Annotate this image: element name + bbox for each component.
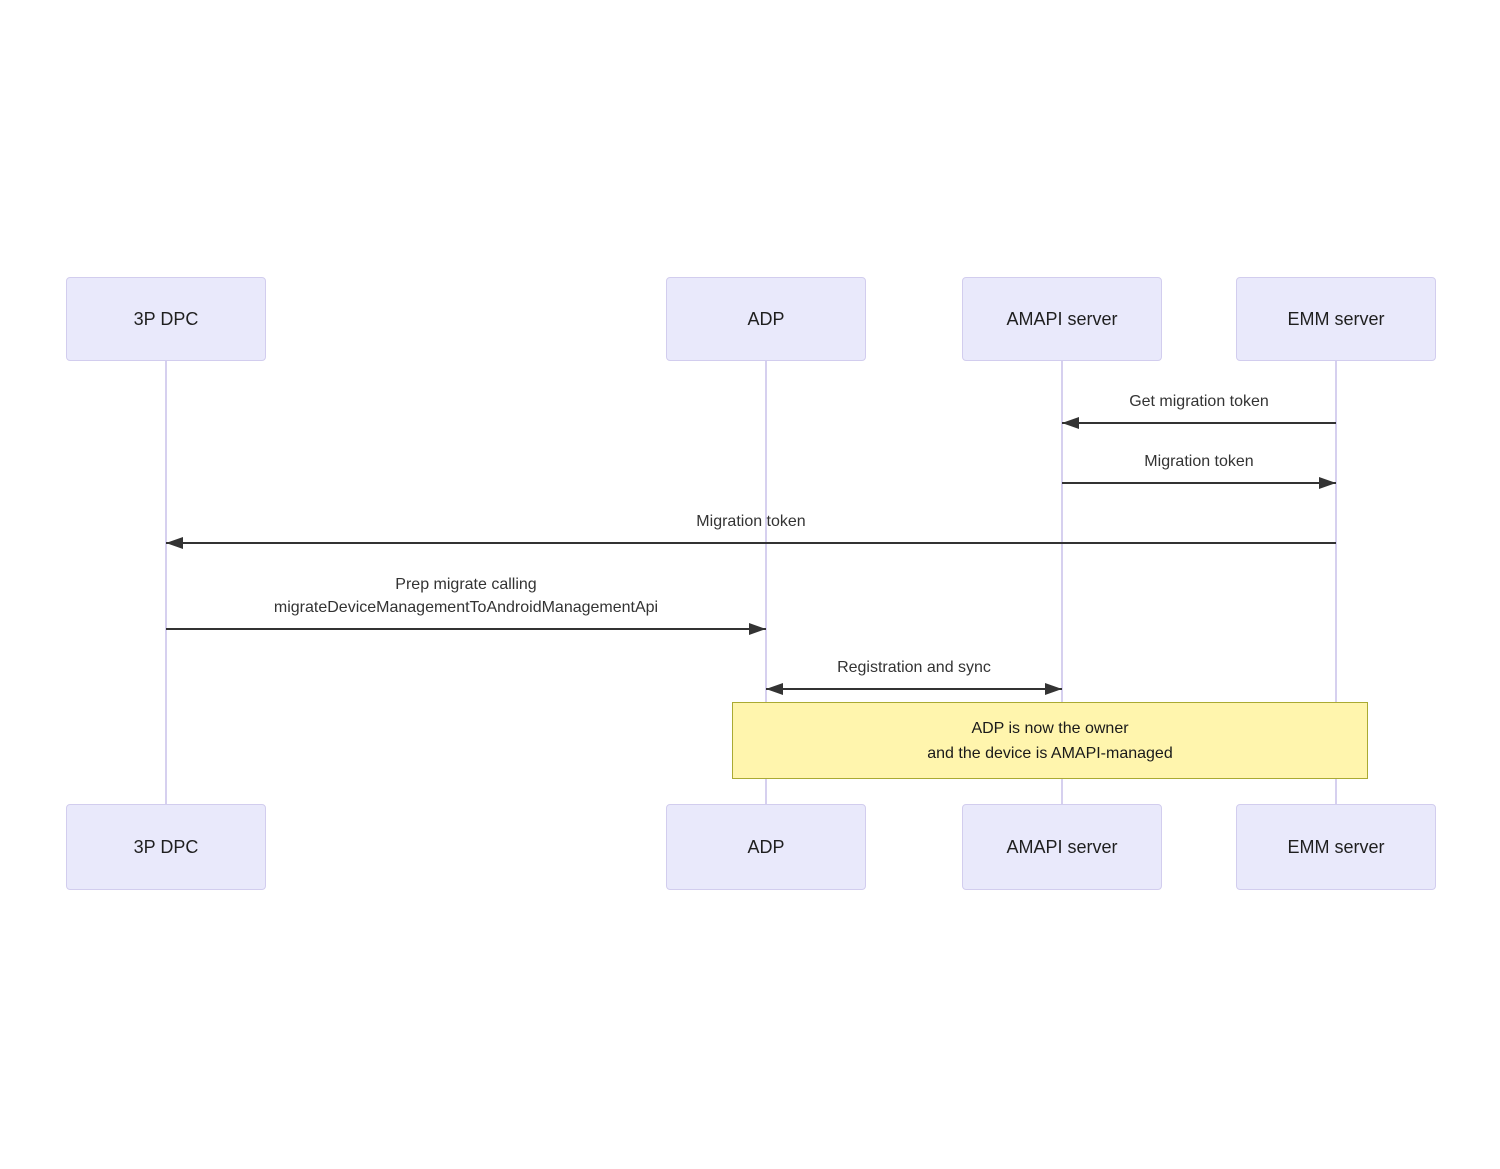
lifeline-3p-dpc <box>165 361 167 805</box>
message-arrow-registration-and-sync <box>766 683 1062 695</box>
actor-label: 3P DPC <box>133 836 199 857</box>
actor-box-3p-dpc-bottom: 3P DPC <box>66 804 266 890</box>
actor-box-emm-server-top: EMM server <box>1236 277 1436 361</box>
note-line2: and the device is AMAPI-managed <box>927 744 1173 762</box>
arrowhead-right-icon <box>1319 477 1336 489</box>
lifeline-emm-server <box>1335 361 1337 805</box>
message-label-get-migration-token: Get migration token <box>1129 393 1269 410</box>
message-label-migration-token-to-dpc: Migration token <box>696 513 806 530</box>
arrowhead-right-icon <box>749 623 766 635</box>
message-label-registration-and-sync: Registration and sync <box>837 659 991 676</box>
message-label-migration-token-to-emm: Migration token <box>1144 453 1254 470</box>
actor-label: ADP <box>747 836 785 857</box>
arrowhead-left-icon <box>1062 417 1079 429</box>
actor-box-adp-bottom: ADP <box>666 804 866 890</box>
message-arrow-migration-token-to-emm <box>1062 477 1336 489</box>
actor-box-adp-top: ADP <box>666 277 866 361</box>
message-label-line2: migrateDeviceManagementToAndroidManageme… <box>273 599 659 616</box>
lifeline-adp <box>765 361 767 805</box>
message-label-prep-migrate: Prep migrate calling migrateDeviceManage… <box>274 573 658 619</box>
message-arrow-prep-migrate <box>166 623 766 635</box>
message-arrow-get-migration-token <box>1062 417 1336 429</box>
note-line1: ADP is now the owner <box>971 719 1129 737</box>
lifeline-amapi-server <box>1061 361 1063 805</box>
actor-label: ADP <box>747 308 785 329</box>
actor-label: AMAPI server <box>1006 836 1118 857</box>
arrowhead-left-icon <box>766 683 783 695</box>
message-label-line1: Prep migrate calling <box>395 576 537 593</box>
actor-box-amapi-server-bottom: AMAPI server <box>962 804 1162 890</box>
actor-label: AMAPI server <box>1006 308 1118 329</box>
arrowhead-right-icon <box>1045 683 1062 695</box>
actor-label: EMM server <box>1287 836 1385 857</box>
arrowhead-left-icon <box>166 537 183 549</box>
actor-box-3p-dpc-top: 3P DPC <box>66 277 266 361</box>
actor-box-emm-server-bottom: EMM server <box>1236 804 1436 890</box>
message-arrow-migration-token-to-dpc <box>166 537 1336 549</box>
actor-label: EMM server <box>1287 308 1385 329</box>
actor-box-amapi-server-top: AMAPI server <box>962 277 1162 361</box>
note-box: ADP is now the owner and the device is A… <box>732 702 1368 779</box>
actor-label: 3P DPC <box>133 308 199 329</box>
